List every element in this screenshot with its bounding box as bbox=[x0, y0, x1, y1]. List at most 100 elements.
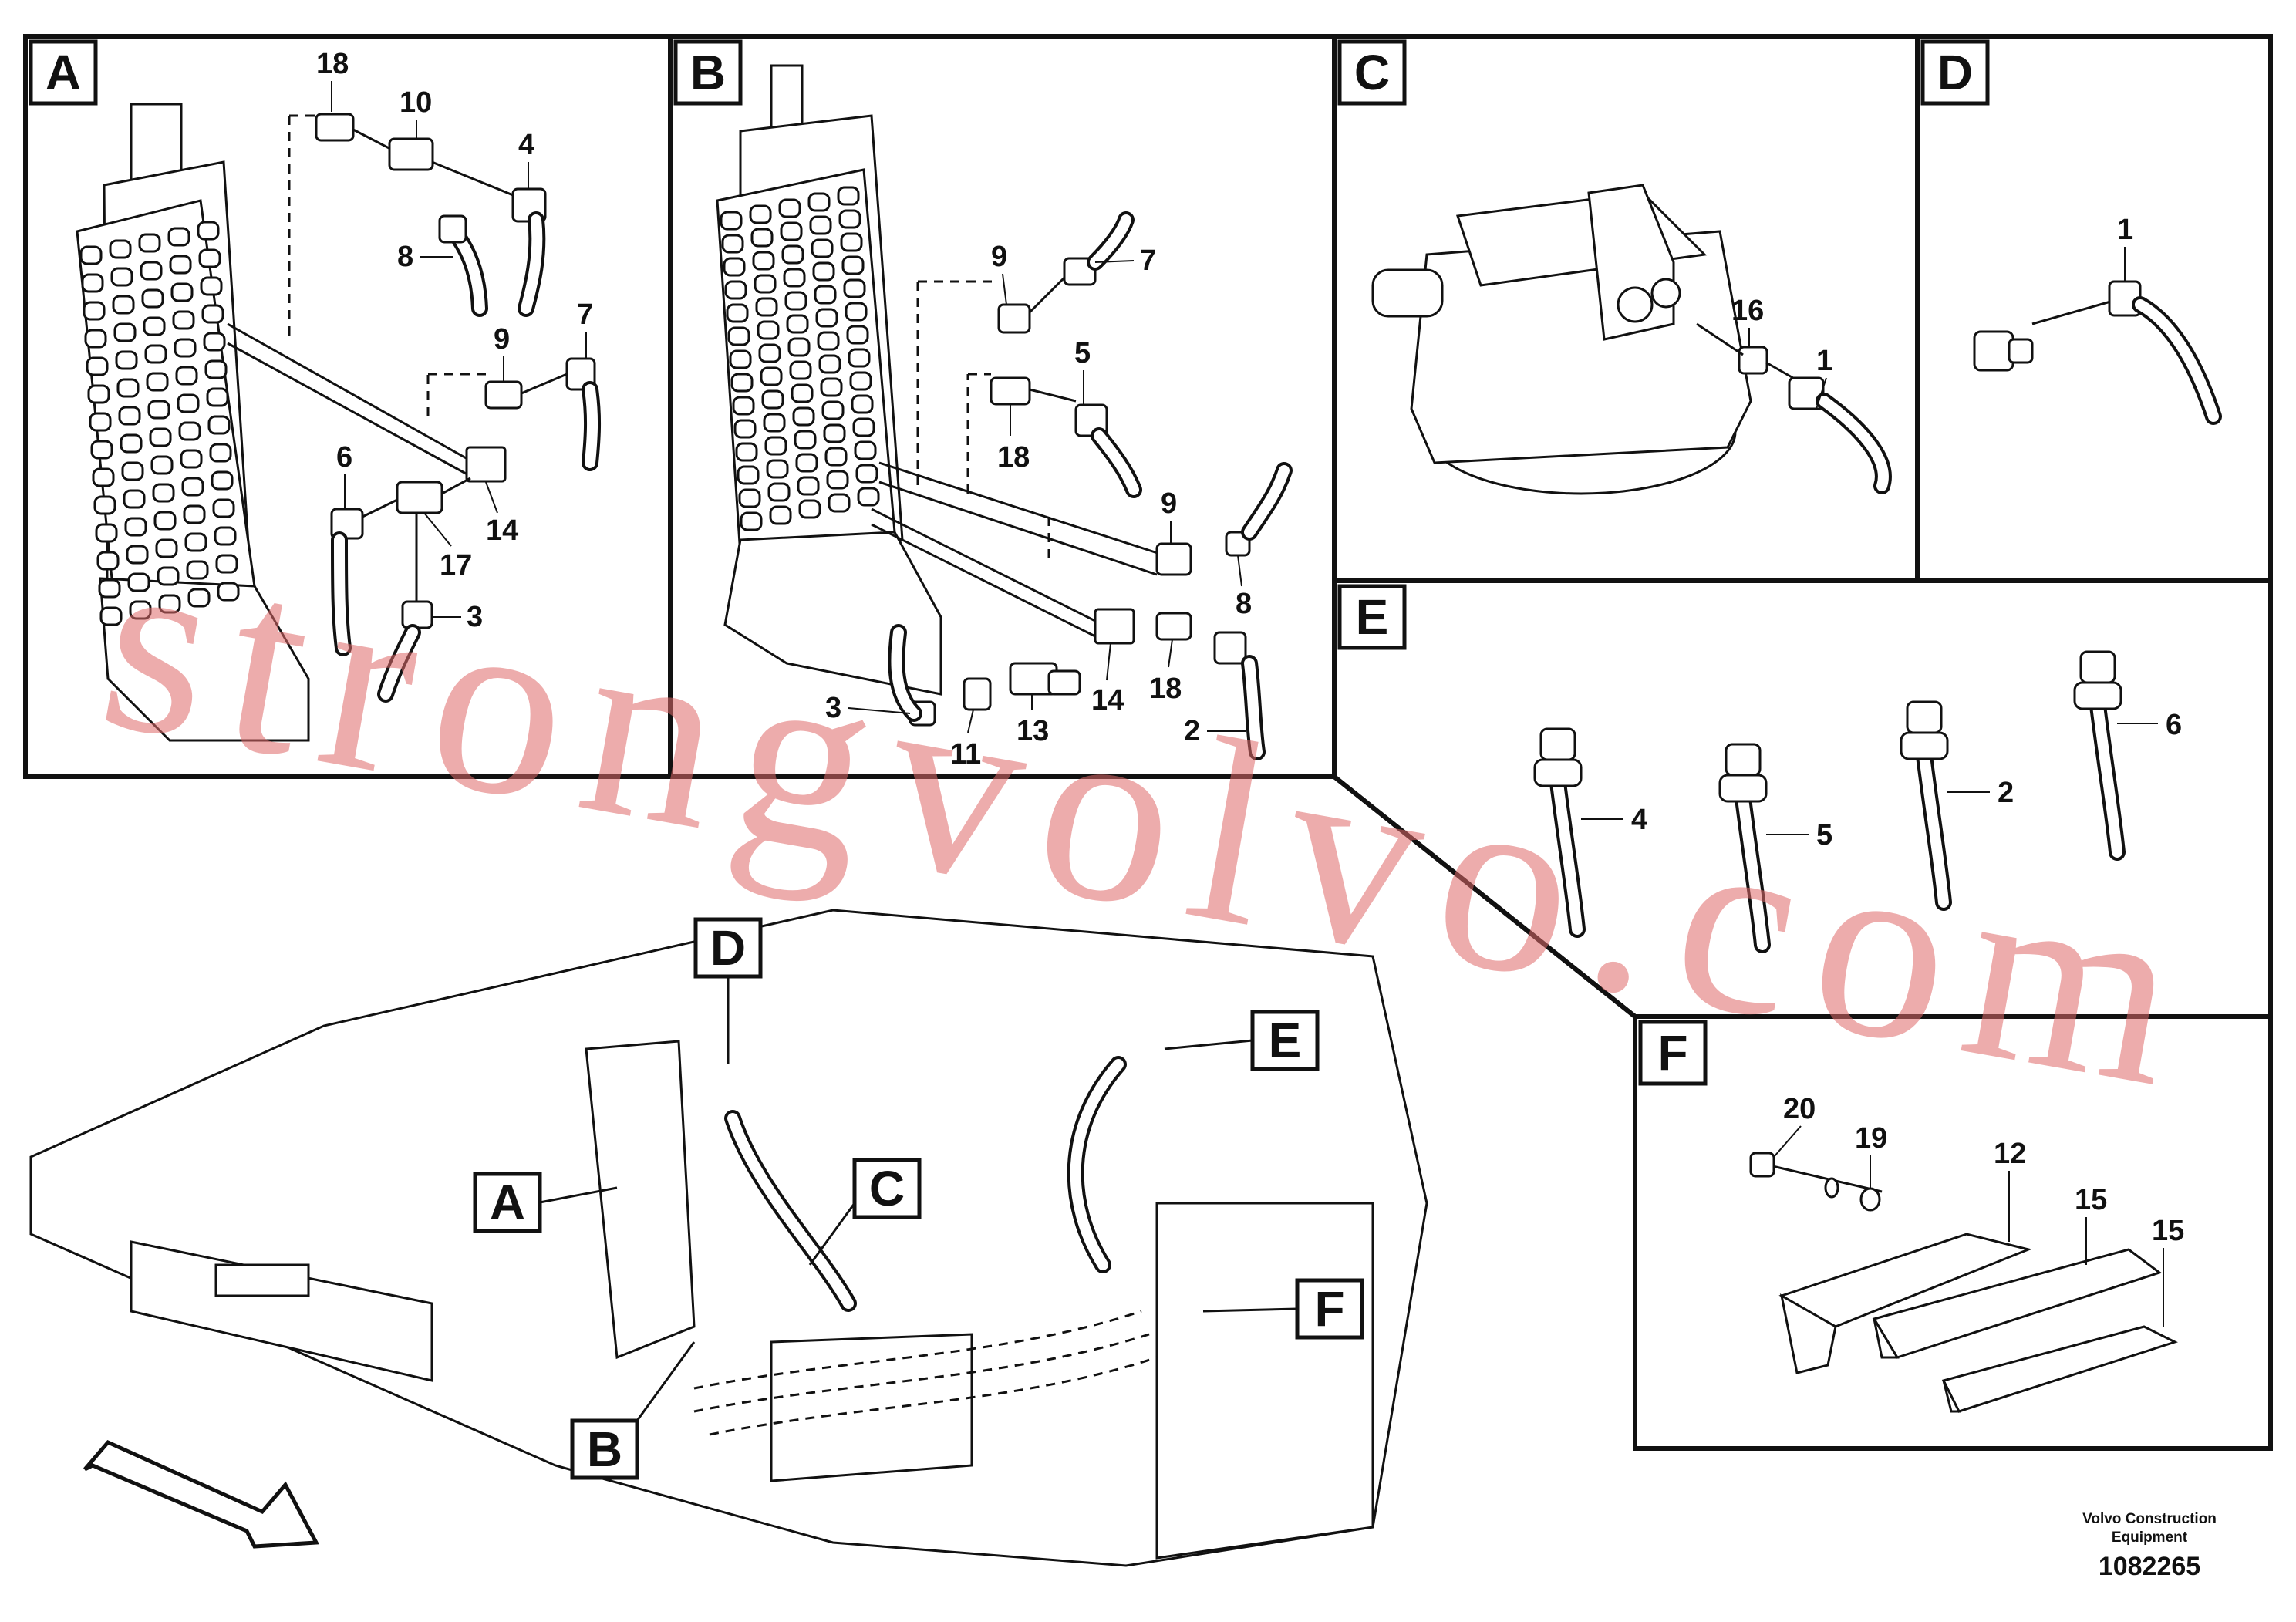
valve-spool bbox=[157, 566, 180, 586]
svg-text:A: A bbox=[490, 1175, 525, 1230]
valve-spool bbox=[187, 588, 211, 608]
valve-spool bbox=[823, 423, 846, 443]
valve-spool bbox=[740, 511, 763, 531]
panel-a-valve-block bbox=[76, 103, 310, 742]
callout-number: 6 bbox=[336, 441, 352, 474]
valve-spool bbox=[792, 406, 815, 427]
callout-number: 19 bbox=[1855, 1122, 1887, 1155]
svg-text:A: A bbox=[46, 45, 81, 100]
overview-callout-D: D bbox=[693, 917, 763, 1064]
hose-ferrule bbox=[1533, 758, 1583, 787]
valve-spool bbox=[109, 239, 132, 259]
panel-letter-F: F bbox=[1638, 1020, 1708, 1086]
callout-number: 1 bbox=[1816, 345, 1832, 377]
valve-spool bbox=[840, 232, 863, 252]
valve-spool bbox=[815, 308, 838, 328]
valve-spool bbox=[123, 489, 146, 509]
valve-spool bbox=[180, 449, 203, 469]
valve-spool bbox=[200, 276, 223, 296]
callout-number: 3 bbox=[467, 601, 483, 633]
valve-spool bbox=[767, 482, 791, 502]
valve-spool bbox=[855, 464, 878, 484]
valve-spool bbox=[144, 344, 167, 364]
overview-callout-F: F bbox=[1202, 1278, 1364, 1340]
valve-spool bbox=[177, 393, 200, 413]
valve-spool bbox=[96, 551, 120, 571]
callout-number: 14 bbox=[486, 514, 518, 547]
svg-text:B: B bbox=[690, 45, 726, 100]
hex-nut bbox=[1906, 700, 1943, 734]
callout-number: 4 bbox=[1631, 804, 1647, 836]
callout-number: 5 bbox=[1816, 819, 1832, 851]
valve-spool bbox=[738, 488, 761, 508]
valve-spool bbox=[186, 560, 209, 580]
callouts-panel-f: 20 19 12 15 15 bbox=[1773, 1093, 2184, 1327]
valve-spool bbox=[724, 280, 747, 300]
valve-spool bbox=[845, 302, 868, 322]
valve-spool bbox=[786, 314, 809, 334]
valve-spool bbox=[79, 245, 103, 265]
valve-spool bbox=[814, 285, 837, 305]
valve-spool bbox=[110, 267, 133, 287]
valve-spool bbox=[764, 436, 787, 456]
panel-letter-C: C bbox=[1337, 39, 1407, 106]
valve-spool bbox=[90, 440, 113, 460]
valve-spool bbox=[798, 499, 821, 519]
valve-spool bbox=[749, 204, 772, 224]
valve-spool bbox=[729, 349, 752, 369]
valve-spool bbox=[854, 440, 877, 460]
valve-spool bbox=[206, 387, 229, 407]
callout-number: 18 bbox=[316, 48, 349, 80]
valve-spool bbox=[150, 455, 174, 475]
valve-spool bbox=[852, 417, 875, 437]
valve-spool bbox=[209, 443, 232, 463]
hose-inner bbox=[1738, 793, 1768, 950]
valve-spool bbox=[784, 291, 807, 311]
valve-spool bbox=[204, 359, 228, 379]
callouts-panel-c: 16 1 bbox=[1731, 295, 1832, 410]
valve-spool bbox=[81, 273, 104, 293]
valve-spool bbox=[87, 384, 110, 404]
callouts-panel-e: 4 5 2 6 bbox=[1581, 709, 2182, 851]
valve-spool bbox=[184, 532, 207, 552]
svg-text:F: F bbox=[1314, 1281, 1344, 1337]
hose-inner bbox=[1919, 750, 1949, 908]
valve-spool bbox=[153, 511, 177, 531]
valve-spool bbox=[811, 238, 834, 258]
callout-number: 9 bbox=[1161, 487, 1177, 520]
valve-spool bbox=[149, 427, 172, 447]
valve-spool bbox=[197, 221, 220, 241]
hose-ferrule bbox=[1718, 774, 1768, 803]
valve-spool bbox=[841, 255, 865, 275]
valve-spool bbox=[112, 295, 135, 315]
drawing-number: 1082265 bbox=[2098, 1552, 2201, 1581]
callout-number: 8 bbox=[397, 241, 413, 273]
valve-spool bbox=[172, 310, 195, 330]
valve-spool bbox=[807, 192, 831, 212]
valve-spool bbox=[809, 215, 832, 235]
valve-spool bbox=[750, 228, 774, 248]
valve-spool bbox=[183, 504, 206, 524]
valve-spool bbox=[167, 227, 190, 247]
publisher-block: Volvo Construction Equipment bbox=[2049, 1510, 2250, 1547]
callout-number: 2 bbox=[1998, 777, 2014, 809]
callout-number: 13 bbox=[1017, 715, 1049, 747]
valve-spool bbox=[820, 377, 843, 397]
valve-spool bbox=[89, 412, 112, 432]
callout-number: 5 bbox=[1074, 337, 1091, 369]
valve-spool bbox=[735, 442, 758, 462]
valve-spool bbox=[797, 476, 820, 496]
valve-spool bbox=[761, 389, 784, 410]
panel-b-valve-block bbox=[716, 64, 942, 696]
valve-spool bbox=[794, 430, 817, 450]
valve-spool bbox=[721, 234, 744, 254]
valve-spool bbox=[127, 572, 150, 592]
valve-spool bbox=[812, 261, 835, 282]
valve-spool bbox=[857, 487, 880, 507]
callout-number: 14 bbox=[1091, 684, 1124, 717]
valve-spool bbox=[214, 526, 237, 546]
hex-nut bbox=[1725, 743, 1762, 777]
valve-spool bbox=[849, 371, 872, 391]
valve-spool bbox=[726, 303, 749, 323]
callout-number: 10 bbox=[400, 86, 432, 119]
